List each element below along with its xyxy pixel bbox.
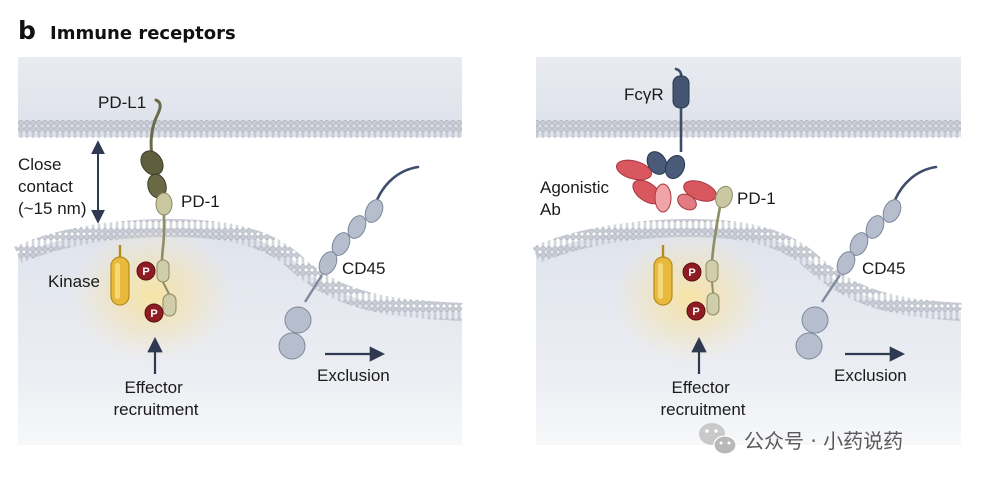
pd1-transmembrane-stalk xyxy=(710,206,722,263)
pdl1-stalk xyxy=(149,98,162,158)
phospho-2-text: P xyxy=(150,308,157,320)
phospho-2-text: P xyxy=(692,306,699,318)
cd45-transmembrane xyxy=(821,274,841,303)
left-panel: PD-L1 PD-1 Close contact (~15 nm) Kinase… xyxy=(14,57,463,445)
signaling-glow xyxy=(70,227,234,363)
pdl1-domain-upper xyxy=(140,150,164,176)
top-cell-membrane xyxy=(18,120,462,138)
phosphorylation-site-1 xyxy=(682,262,702,282)
bottom-cell-membrane xyxy=(532,218,962,321)
cd45-transmembrane xyxy=(303,274,324,303)
phosphorylation-site-1 xyxy=(136,261,156,281)
signaling-glow xyxy=(612,232,768,364)
panel-letter: b xyxy=(18,16,36,45)
phosphorylation-site-2 xyxy=(686,301,706,321)
fcgr-ectodomain-right xyxy=(664,154,686,180)
cd45-stalk xyxy=(375,165,420,202)
pd1-itim-motif xyxy=(156,259,170,283)
wechat-logo-icon xyxy=(699,423,737,455)
exclusion-label: Exclusion xyxy=(834,366,907,385)
pd1-tail-link xyxy=(711,281,714,294)
wechat-watermark: 公众号 · 小药说药 xyxy=(699,423,903,455)
agonistic-antibody xyxy=(615,159,717,213)
cd45-label: CD45 xyxy=(342,259,385,278)
kinase-highlight xyxy=(658,263,663,299)
phospho-1-text: P xyxy=(688,267,695,279)
pd1-itim-motif xyxy=(705,259,719,283)
kinase-label: Kinase xyxy=(48,272,100,291)
watermark-text: 公众号 · 小药说药 xyxy=(744,429,903,453)
pdl1-label: PD-L1 xyxy=(98,93,146,112)
top-cell-membrane xyxy=(536,120,961,138)
kinase-highlight xyxy=(115,263,120,299)
fcgr-label: FcγR xyxy=(624,85,664,104)
cd45-phosphatase-domains xyxy=(278,306,312,360)
agonistic-ab-label: Agonistic Ab xyxy=(540,178,614,219)
pd1-transmembrane-stalk xyxy=(160,215,166,261)
fcgr-ectodomain-left xyxy=(646,151,668,175)
effector-recruitment-label: Effector recruitment xyxy=(660,378,745,419)
pd1-itsm-motif xyxy=(162,293,177,317)
fcgr-intracellular-domain xyxy=(672,75,690,109)
pd1-itsm-motif xyxy=(706,292,720,316)
exclusion-label: Exclusion xyxy=(317,366,390,385)
figure-title: Immune receptors xyxy=(50,23,236,44)
pd1-ectodomain xyxy=(155,192,173,216)
pd1-label: PD-1 xyxy=(181,192,220,211)
bottom-cell-membrane xyxy=(14,218,463,321)
effector-recruitment-label: Effector recruitment xyxy=(113,378,198,419)
pd1-tail-link xyxy=(162,281,170,295)
cd45-ectodomain xyxy=(318,199,384,275)
cd45-phosphatase-domains xyxy=(795,306,829,360)
pd1-label: PD-1 xyxy=(737,189,776,208)
cd45-stalk xyxy=(893,165,938,202)
phospho-1-text: P xyxy=(142,266,149,278)
cd45-label: CD45 xyxy=(862,259,905,278)
close-contact-label: Close contact (~15 nm) xyxy=(18,155,87,218)
phosphorylation-site-2 xyxy=(144,303,164,323)
cd45-ectodomain xyxy=(836,199,902,275)
right-panel: FcγR Agonistic Ab PD-1 P P xyxy=(532,57,962,445)
